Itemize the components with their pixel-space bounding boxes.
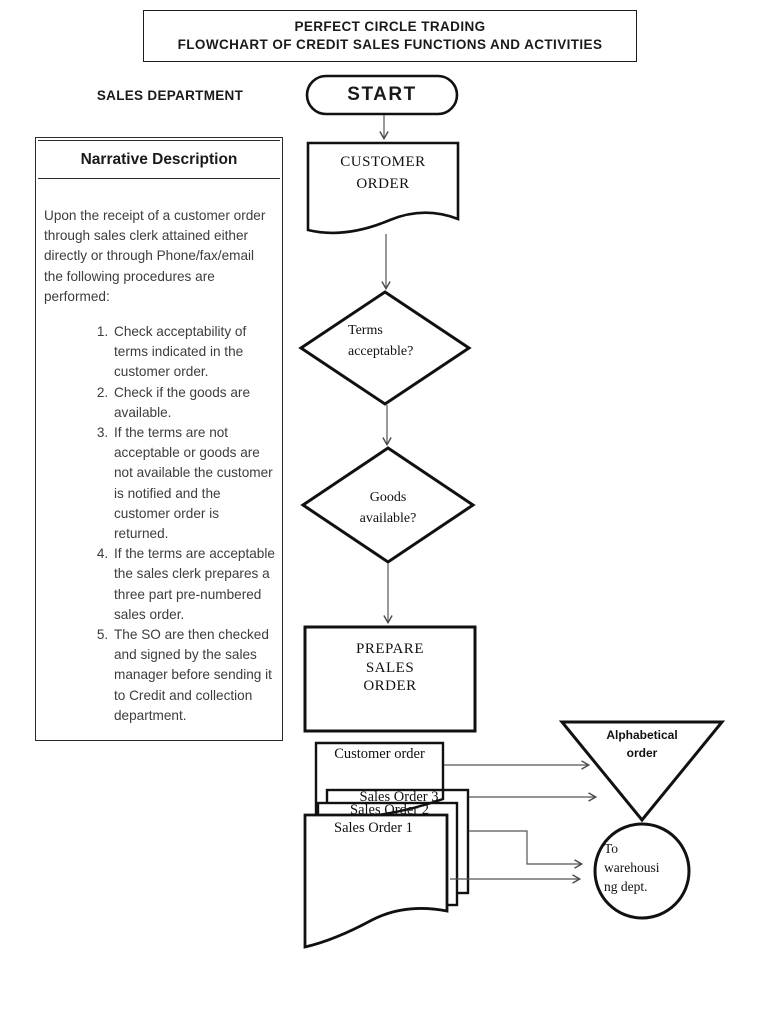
- goods-line1: Goods: [369, 490, 407, 505]
- terms-decision-label: Terms acceptable?: [348, 320, 413, 362]
- document-title-box: PERFECT CIRCLE TRADING FLOWCHART OF CRED…: [143, 10, 637, 62]
- list-item: If the terms are acceptable the sales cl…: [112, 544, 277, 625]
- narrative-body: Upon the receipt of a customer order thr…: [36, 179, 282, 726]
- warehouse-line2: warehousi: [604, 860, 660, 875]
- customer-order-line2: ORDER: [356, 176, 410, 192]
- narrative-intro: Upon the receipt of a customer order thr…: [44, 208, 266, 304]
- sales-department-heading: SALES DEPARTMENT: [96, 88, 244, 103]
- start-terminator: [305, 74, 459, 116]
- list-item: Check if the goods are available.: [112, 383, 277, 423]
- prepare-line2: SALES: [365, 659, 415, 676]
- terms-line1: Terms: [348, 323, 383, 338]
- goods-decision-diamond: [300, 446, 476, 564]
- arrow-sales-order-to-warehouse-elbow: [469, 830, 584, 869]
- narrative-description-panel: Narrative Description Upon the receipt o…: [35, 137, 283, 741]
- title-line-2: FLOWCHART OF CREDIT SALES FUNCTIONS AND …: [177, 37, 603, 52]
- customer-order-label: CUSTOMER ORDER: [308, 151, 458, 195]
- goods-decision-label: Goods available?: [318, 487, 458, 529]
- alphabetical-line2: order: [626, 746, 658, 760]
- alphabetical-order-label: Alphabetical order: [582, 726, 702, 762]
- prepare-line3: ORDER: [363, 678, 417, 694]
- list-item: If the terms are not acceptable or goods…: [112, 423, 277, 544]
- prepare-line1: PREPARE: [356, 641, 424, 657]
- customer-order-line1: CUSTOMER: [340, 154, 426, 170]
- terms-line2: acceptable?: [348, 344, 414, 359]
- narrative-header: Narrative Description: [38, 140, 280, 179]
- sales-order-3-label: Sales Order 3: [359, 789, 439, 805]
- sales-order-1-label: Sales Order 1: [334, 820, 413, 836]
- list-item: The SO are then checked and signed by th…: [112, 625, 277, 726]
- customer-order-document: [306, 141, 460, 235]
- alphabetical-line1: Alphabetical: [606, 728, 678, 742]
- title-line-1: PERFECT CIRCLE TRADING: [294, 19, 486, 34]
- warehousing-connector-circle: [593, 822, 691, 920]
- warehouse-line1: To: [604, 841, 619, 856]
- terms-decision-diamond: [298, 290, 472, 406]
- goods-line2: available?: [359, 511, 417, 526]
- warehousing-dept-label: To warehousi ng dept.: [604, 839, 686, 896]
- customer-order-copy-label: Customer order: [334, 746, 425, 762]
- prepare-sales-order-process: [303, 625, 477, 733]
- sales-order-1-document: [303, 813, 449, 949]
- narrative-procedure-list: Check acceptability of terms indicated i…: [44, 322, 277, 726]
- sales-order-2-label: Sales Order 2: [350, 802, 429, 818]
- prepare-sales-order-label: PREPARE SALES ORDER: [305, 640, 475, 696]
- list-item: Check acceptability of terms indicated i…: [112, 322, 277, 383]
- warehouse-line3: ng dept.: [604, 879, 648, 894]
- start-label: START: [347, 84, 417, 105]
- alphabetical-order-file-triangle: [558, 720, 726, 823]
